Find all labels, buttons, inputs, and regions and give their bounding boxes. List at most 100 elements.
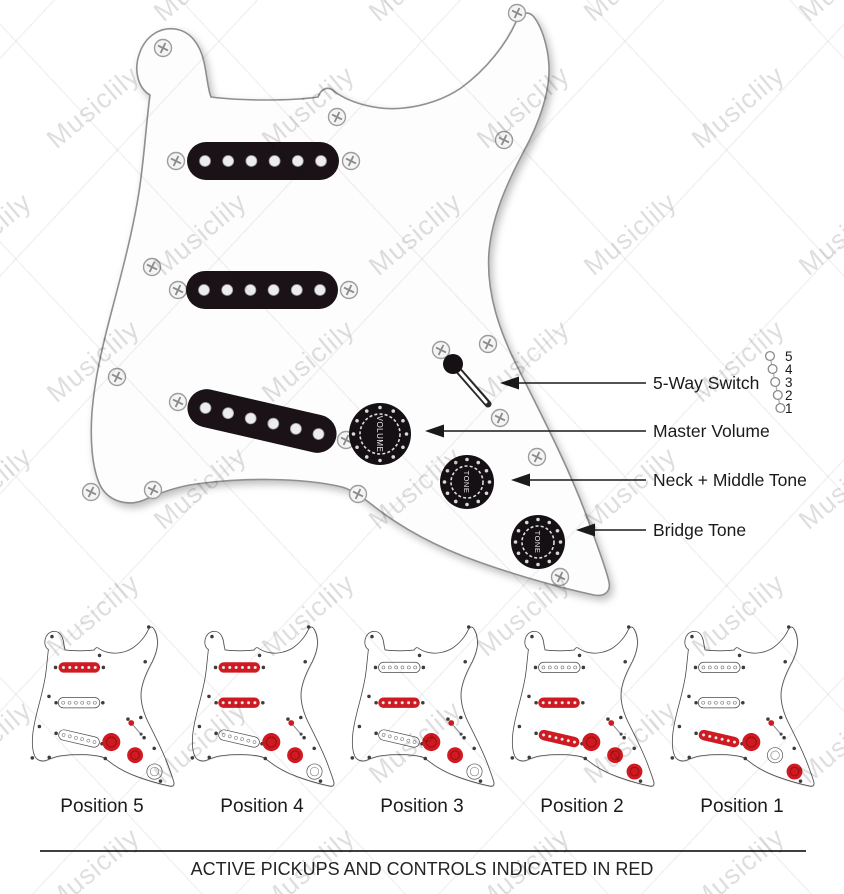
callout-tone2: Bridge Tone (576, 520, 746, 540)
positions-row: Position 5 Position 4 Position 3 Position 2… (0, 624, 844, 818)
screw-icon (507, 3, 527, 23)
screw-icon (478, 334, 498, 354)
single-coil-pickups (186, 142, 339, 453)
position-diagram: Position 5 (26, 624, 178, 818)
bridge-pickup (218, 729, 260, 748)
screw-icon (142, 257, 162, 277)
screw-icon (550, 567, 570, 587)
knob-label: TONE (462, 471, 471, 494)
middle-pickup (697, 697, 741, 709)
volume-knob (422, 733, 441, 752)
tone1-knob (767, 747, 784, 764)
selector-switch-lever (608, 720, 623, 736)
bridge-pickup (187, 389, 337, 453)
watermark-text: Musiclily (471, 821, 576, 894)
arrowhead-icon (425, 424, 444, 438)
switch-notch-icon (772, 389, 783, 401)
position-label: Position 4 (220, 796, 304, 817)
position-label: Position 3 (380, 796, 464, 817)
tone1-knob (127, 747, 143, 764)
label-5-way-switch: 5-Way Switch (653, 373, 759, 393)
tone1-knob: TONE (440, 455, 494, 509)
neck-pickup (58, 662, 101, 673)
middle-pickup (218, 697, 260, 708)
watermark-text: Musiclily (256, 821, 361, 894)
position-diagram: Position 2 (506, 624, 658, 818)
arrowhead-icon (500, 376, 519, 390)
arrowhead-icon (511, 473, 530, 487)
screw-icon (341, 151, 361, 171)
label-master-volume: Master Volume (653, 421, 770, 441)
label-bridge-tone: Bridge Tone (653, 520, 746, 540)
watermark-text: Musiclily (686, 821, 791, 894)
middle-pickup (57, 697, 101, 709)
middle-pickup (186, 271, 338, 309)
switch-scale-number: 3 (785, 375, 793, 390)
neck-pickup (218, 662, 261, 673)
tone2-knob (786, 763, 803, 780)
volume-knob (582, 733, 601, 752)
switch-scale-number: 2 (785, 388, 793, 403)
bridge-pickup (538, 729, 580, 748)
position-pickguard (350, 625, 495, 787)
callout-labels: 5-Way Switch Master Volume Neck + Middle… (425, 373, 807, 540)
divider-line (40, 850, 806, 852)
screw-icon (143, 480, 163, 500)
tone2-knob (466, 763, 483, 780)
volume-knob (262, 733, 281, 752)
mounting-screws (81, 3, 570, 587)
position-label: Position 2 (540, 796, 624, 817)
pickguard-body (90, 12, 611, 597)
switch-notch-icon (775, 402, 786, 414)
neck-pickup (187, 142, 339, 180)
position-pickguard (30, 625, 175, 787)
bridge-pickup (378, 729, 420, 748)
screw-icon (490, 408, 510, 428)
switch-scale-number: 1 (785, 401, 793, 416)
callout-tone1: Neck + Middle Tone (511, 470, 807, 490)
bridge-pickup (698, 729, 740, 748)
screw-icon (153, 38, 173, 58)
selector-switch-lever (288, 720, 303, 736)
tone2-knob (626, 763, 643, 780)
selector-switch-lever (443, 354, 492, 408)
position-label: Position 5 (60, 796, 144, 817)
position-diagram: Position 4 (186, 624, 338, 818)
knob-label: VOLUME (375, 416, 384, 453)
position-pickguard (670, 625, 815, 787)
screw-icon (494, 130, 514, 150)
footer-caption: ACTIVE PICKUPS AND CONTROLS INDICATED IN… (190, 859, 654, 879)
screw-icon (431, 340, 451, 360)
arrowhead-icon (576, 523, 595, 537)
switch-scale-number: 5 (785, 349, 793, 364)
volume-knob (102, 733, 121, 752)
middle-pickup (538, 697, 580, 708)
screw-icon (166, 151, 186, 171)
position-pickguard (190, 625, 335, 787)
switch-scale-number: 4 (785, 362, 793, 377)
screw-icon (168, 280, 188, 300)
selector-switch-lever (128, 720, 143, 736)
position-diagram: Position 1 (666, 624, 818, 818)
switch-notch-icon (764, 350, 776, 362)
screw-icon (168, 392, 188, 412)
position-label: Position 1 (700, 796, 784, 817)
neck-pickup (538, 661, 581, 674)
middle-pickup (378, 697, 420, 708)
screw-icon (348, 484, 368, 504)
callout-volume: Master Volume (425, 421, 770, 441)
position-pickguard (510, 625, 655, 787)
position-diagram: Position 3 (346, 624, 498, 818)
switch-notch-icon (770, 376, 781, 388)
label-neck-middle-tone: Neck + Middle Tone (653, 470, 807, 490)
selector-switch-lever (768, 720, 783, 736)
tone1-knob (447, 747, 463, 764)
switch-notch-icon (767, 363, 778, 375)
screw-icon (107, 367, 127, 387)
screw-icon (81, 482, 101, 502)
